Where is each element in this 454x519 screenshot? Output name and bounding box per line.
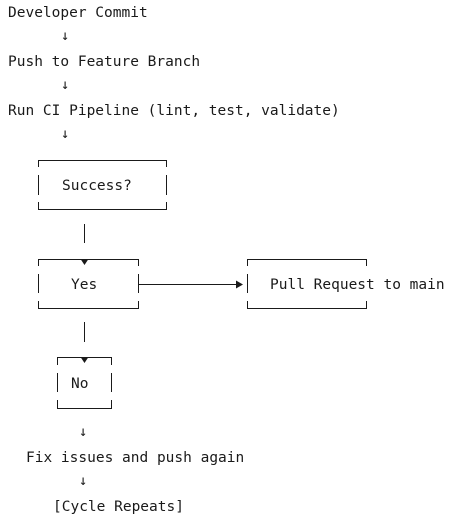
down-arrow-icon: ↓ xyxy=(61,28,70,44)
step-push-feature-branch: Push to Feature Branch xyxy=(8,54,201,70)
down-arrow-icon: ↓ xyxy=(79,473,88,489)
pr-box-outline xyxy=(247,259,367,309)
arrowhead-into-pr xyxy=(236,280,243,289)
down-arrow-icon: ↓ xyxy=(61,77,70,93)
step-run-ci-pipeline: Run CI Pipeline (lint, test, validate) xyxy=(8,103,340,119)
success-box-outline xyxy=(38,160,167,210)
step-developer-commit: Developer Commit xyxy=(8,5,148,21)
step-fix-issues: Fix issues and push again xyxy=(26,450,245,466)
decision-yes-label: Yes xyxy=(71,277,98,293)
arrowhead-into-yes xyxy=(80,259,89,265)
cycle-repeats-label: [Cycle Repeats] xyxy=(53,499,184,515)
arrowhead-into-no xyxy=(80,357,89,363)
decision-no-label: No xyxy=(71,376,89,392)
pull-request-to-main-label: Pull Request to main xyxy=(270,277,445,293)
down-arrow-icon: ↓ xyxy=(61,126,70,142)
down-arrow-icon: ↓ xyxy=(79,424,88,440)
yes-box-outline xyxy=(38,259,139,309)
decision-success-label: Success? xyxy=(62,178,132,194)
